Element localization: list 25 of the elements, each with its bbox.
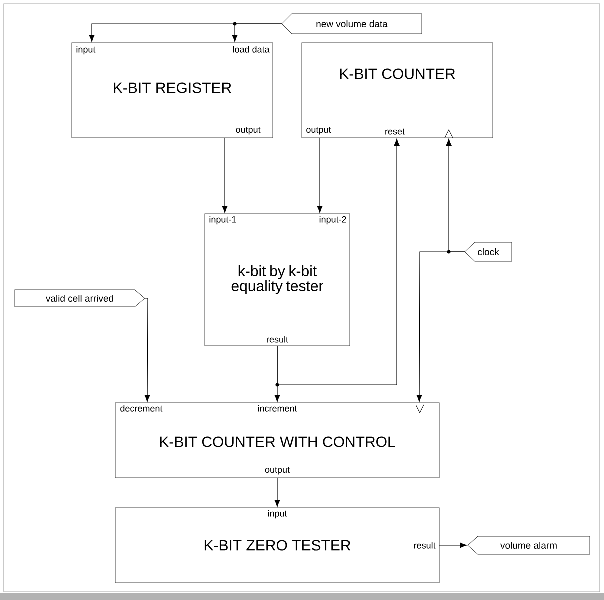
arrow [274, 478, 280, 508]
port-label: input [76, 46, 96, 55]
port-label: input-2 [320, 216, 346, 225]
arrow [439, 542, 468, 548]
port-label: decrement [120, 405, 163, 412]
arrow [222, 138, 228, 214]
arrow [277, 138, 400, 386]
signal-flag: valid cell arrived [14, 290, 146, 308]
port-label: reset [386, 128, 405, 135]
port-label: input [268, 510, 288, 519]
signal-flag: volume alarm [468, 536, 590, 555]
port-label: result [267, 336, 288, 343]
signal-flag: clock [464, 242, 512, 262]
port-label: input-1 [210, 216, 236, 225]
signal-flag: new volume data [282, 14, 422, 34]
arrow [317, 138, 323, 214]
port-label: result [414, 542, 436, 549]
port-label: output [306, 127, 332, 135]
arrow [232, 24, 282, 42]
port-label: output [265, 467, 290, 475]
port-label: increment [258, 405, 298, 412]
port-label: output [236, 127, 261, 135]
port-label: load data [233, 46, 270, 53]
arrow [144, 298, 150, 402]
arrow [416, 252, 466, 402]
